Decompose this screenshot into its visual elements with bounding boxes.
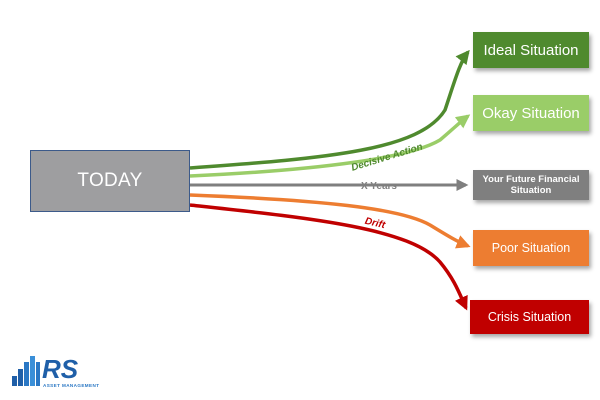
- label-x-years: X Years: [361, 181, 397, 192]
- rs-asset-management-logo: RS ASSET MANAGEMENT: [12, 354, 99, 388]
- building-bars-icon: [12, 356, 40, 386]
- arrow-poor: [189, 193, 471, 249]
- logo-tagline: ASSET MANAGEMENT: [43, 383, 99, 388]
- poor-situation-box: Poor Situation: [473, 230, 589, 266]
- future-financial-situation-box: Your Future Financial Situation: [473, 170, 589, 200]
- today-label: TODAY: [77, 170, 143, 191]
- okay-situation-label: Okay Situation: [482, 104, 580, 122]
- ideal-situation-label: Ideal Situation: [483, 41, 579, 59]
- today-box: TODAY: [30, 150, 190, 212]
- poor-situation-label: Poor Situation: [491, 241, 571, 255]
- arrow-ideal: [189, 49, 470, 170]
- label-drift: Drift: [364, 216, 387, 231]
- crisis-situation-box: Crisis Situation: [470, 300, 589, 334]
- ideal-situation-box: Ideal Situation: [473, 32, 589, 68]
- arrow-okay: [189, 114, 471, 178]
- okay-situation-box: Okay Situation: [473, 95, 589, 131]
- logo-brand: RS: [42, 354, 79, 384]
- label-decisive-action: Decisive Action: [350, 142, 424, 174]
- arrow-crisis: [189, 203, 468, 311]
- future-financial-situation-label: Your Future Financial Situation: [482, 174, 580, 196]
- crisis-situation-label: Crisis Situation: [487, 310, 572, 324]
